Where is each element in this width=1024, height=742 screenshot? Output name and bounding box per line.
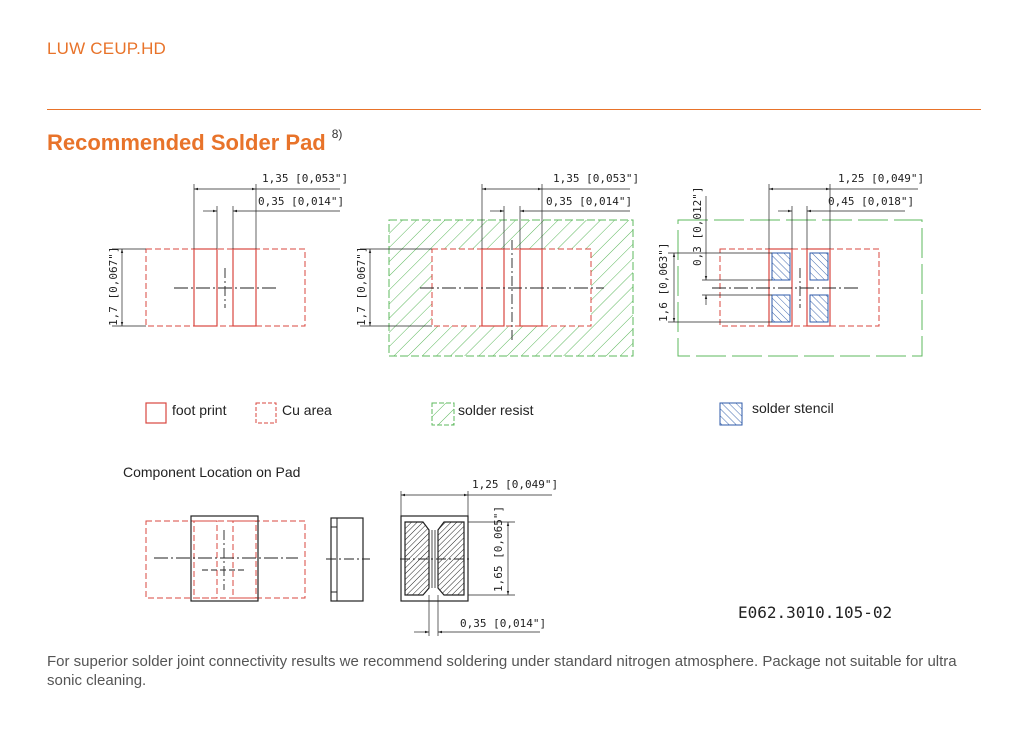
diagram-a-dim-gap: 0,35 [0,014"] [258,195,344,208]
diagram-a-pad-right [232,248,257,327]
document-code: LUW CEUP.HD [47,39,167,58]
component-side-view [330,517,364,602]
component-location-title: Component Location on Pad [123,464,300,480]
component-dim-width: 1,25 [0,049"] [472,478,558,491]
legend-swatch-solder-stencil [719,402,743,426]
diagram-b: 1,35 [0,053"] 0,35 [0,014"] 1,7 [0,067"] [355,172,639,357]
diagram-b-pad-left [481,248,505,327]
legend-label-foot-print: foot print [172,402,227,418]
footer-note: For superior solder joint connectivity r… [47,653,957,689]
section-title-text: Recommended Solder Pad [47,130,326,155]
diagram-b-dim-pitch: 1,35 [0,053"] [553,172,639,185]
diagram-a-cu-area [145,248,306,327]
component-view-cu-area [145,520,306,599]
diagram-c-stencil-tl [771,252,791,281]
footnote-reference: 8) [331,126,343,141]
component-view-pad-right [232,520,257,599]
legend-swatch-solder-resist [431,402,455,426]
diagram-a-dim-pitch: 1,35 [0,053"] [262,172,348,185]
legend-label-cu-area: Cu area [282,402,332,418]
diagram-c-dim-height: 1,6 [0,063"] [657,243,670,322]
diagram-a: 1,35 [0,053"] 0,35 [0,014"] 1,7 [0,067"] [107,172,348,327]
diagram-c: 1,25 [0,049"] 0,45 [0,018"] 0,3 [0,012"]… [657,172,924,357]
diagram-a-pad-left [193,248,218,327]
diagram-c-dim-pitch: 1,25 [0,049"] [838,172,924,185]
component-bottom-pad-right [437,521,465,596]
section-title: Recommended Solder Pad 8) [47,126,343,156]
diagram-b-dim-height: 1,7 [0,067"] [355,247,368,326]
diagram-b-pad-right [519,248,543,327]
diagram-c-pad-right [806,248,831,327]
component-dim-gap: 0,35 [0,014"] [460,617,546,630]
component-view-pad-left [193,520,218,599]
component-bottom-view [400,515,469,602]
diagram-c-cu-area [719,248,880,327]
diagram-a-dim-height: 1,7 [0,067"] [107,247,120,326]
diagram-c-stencil-tr [809,252,829,281]
legend-swatch-cu-area [255,402,277,424]
diagram-c-dim-gap: 0,45 [0,018"] [828,195,914,208]
diagram-b-dim-gap: 0,35 [0,014"] [546,195,632,208]
component-view-body [190,515,259,602]
legend-swatch-foot-print [145,402,167,424]
drawing-number: E062.3010.105-02 [738,603,892,622]
diagram-c-solder-resist-outline [677,219,923,357]
component-dim-height: 1,65 [0,065"] [492,506,505,592]
diagram-c-pad-left [768,248,793,327]
component-location: Component Location on Pad 1,25 [0,049"] … [123,464,558,636]
legend-label-solder-stencil: solder stencil [752,400,834,416]
diagram-c-stencil-br [809,294,829,323]
component-bottom-pad-left [404,521,430,596]
diagram-b-cu-area [431,248,592,327]
legend: foot print Cu area solder resist solder … [145,400,834,426]
diagram-c-stencil-bl [771,294,791,323]
legend-label-solder-resist: solder resist [458,402,534,418]
diagram-c-dim-small: 0,3 [0,012"] [691,187,704,266]
header-divider [47,109,981,110]
